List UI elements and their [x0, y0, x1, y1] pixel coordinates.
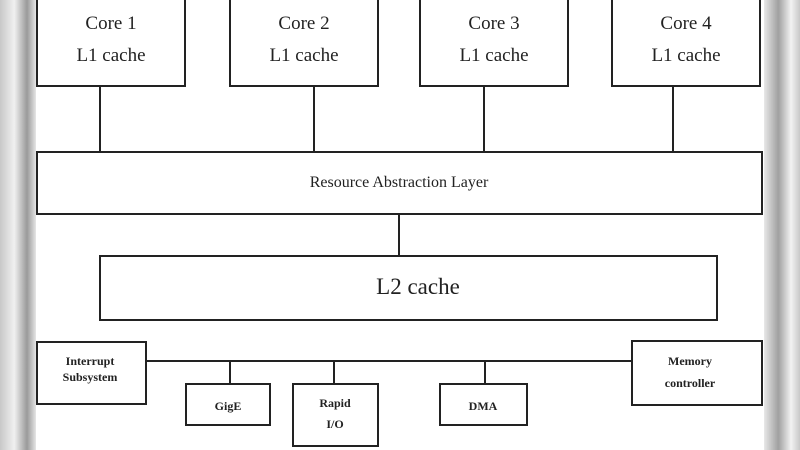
interrupt-label-2: Subsystem — [63, 370, 118, 384]
core-cache: L1 cache — [459, 45, 528, 66]
core-cache: L1 cache — [269, 45, 338, 66]
core-cache: L1 cache — [76, 45, 145, 66]
interrupt-label-1: Interrupt — [66, 354, 115, 368]
left-border — [0, 0, 36, 450]
ral-label: Resource Abstraction Layer — [310, 174, 489, 191]
memory-label-2: controller — [665, 376, 716, 390]
core-cache: L1 cache — [651, 45, 720, 66]
resource-abstraction-layer-box: Resource Abstraction Layer — [36, 151, 763, 215]
core-2-box: Core 2 L1 cache — [229, 0, 379, 87]
rapid-io-label-2: I/O — [326, 417, 343, 431]
core-name: Core 2 — [278, 13, 329, 34]
right-border — [764, 0, 800, 450]
interrupt-subsystem-box: Interrupt Subsystem — [36, 341, 147, 405]
memory-label-1: Memory — [668, 354, 712, 368]
core-4-box: Core 4 L1 cache — [611, 0, 761, 87]
rapid-io-label-1: Rapid — [319, 396, 351, 410]
gige-box: GigE — [185, 383, 271, 426]
dma-label: DMA — [469, 399, 498, 413]
gige-label: GigE — [215, 399, 242, 413]
l2-cache-box: L2 cache — [99, 255, 718, 321]
core-name: Core 1 — [85, 13, 136, 34]
core-1-box: Core 1 L1 cache — [36, 0, 186, 87]
core-name: Core 4 — [660, 13, 712, 34]
memory-controller-box: Memory controller — [631, 340, 763, 406]
core-name: Core 3 — [468, 13, 519, 34]
core-3-box: Core 3 L1 cache — [419, 0, 569, 87]
rapid-io-box: Rapid I/O — [292, 383, 379, 447]
dma-box: DMA — [439, 383, 528, 426]
l2-label: L2 cache — [376, 274, 460, 299]
connectors — [99, 86, 674, 384]
